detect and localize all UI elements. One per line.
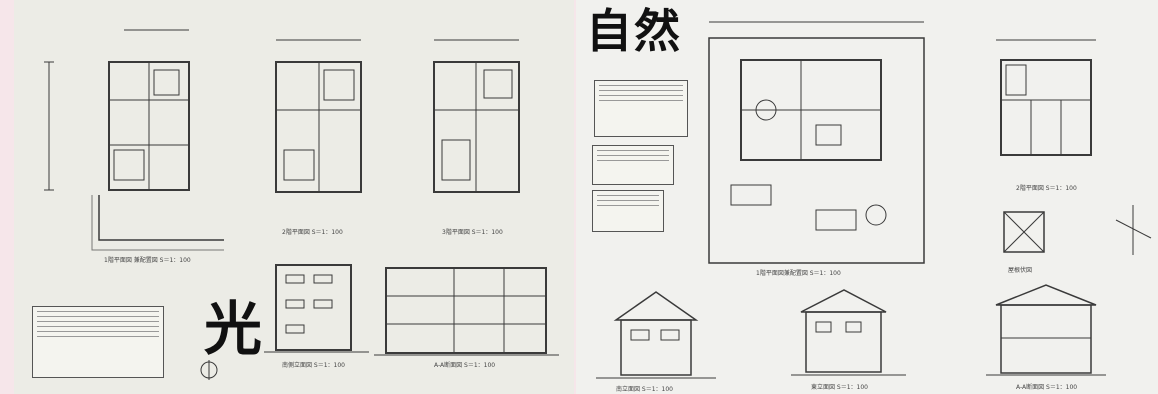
left-section-caption: A-A断面図 S＝1：100 <box>434 362 496 369</box>
right-area-table <box>592 190 664 232</box>
right-theme-title: 自然 <box>586 4 682 58</box>
right-south-elevation-caption: 南立面図 S＝1：100 <box>616 386 673 393</box>
right-drawings <box>596 21 1152 379</box>
left-drawings <box>44 29 559 380</box>
right-finish-table <box>592 145 674 185</box>
left-floor1-caption: 1階平面図 兼配置図 S＝1：100 <box>104 257 191 264</box>
left-elevation-caption: 南側立面図 S＝1：100 <box>282 362 345 369</box>
right-floor1-caption: 1階平面図兼配置図 S＝1：100 <box>756 270 841 277</box>
left-notes-table <box>32 306 164 378</box>
right-concept-notes <box>594 80 688 137</box>
right-roof-caption: 屋根伏図 <box>1008 267 1033 274</box>
right-floor2-caption: 2階平面図 S＝1：100 <box>1016 185 1077 192</box>
left-theme-character: 光 <box>204 295 263 363</box>
right-drawing-sheet: 自然 1階平面図兼配置図 S＝1：100 2階平面図 S＝1：100 屋根伏図 … <box>576 0 1158 394</box>
right-section-caption: A-A断面図 S＝1：100 <box>1016 384 1078 391</box>
left-floor3-caption: 3階平面図 S＝1：100 <box>442 229 503 236</box>
right-east-elevation-caption: 東立面図 S＝1：100 <box>811 384 868 391</box>
left-drawing-sheet: 光 1階平面図 兼配置図 S＝1：100 2階平面図 S＝1：100 3階平面図… <box>14 0 574 394</box>
left-floor2-caption: 2階平面図 S＝1：100 <box>282 229 343 236</box>
